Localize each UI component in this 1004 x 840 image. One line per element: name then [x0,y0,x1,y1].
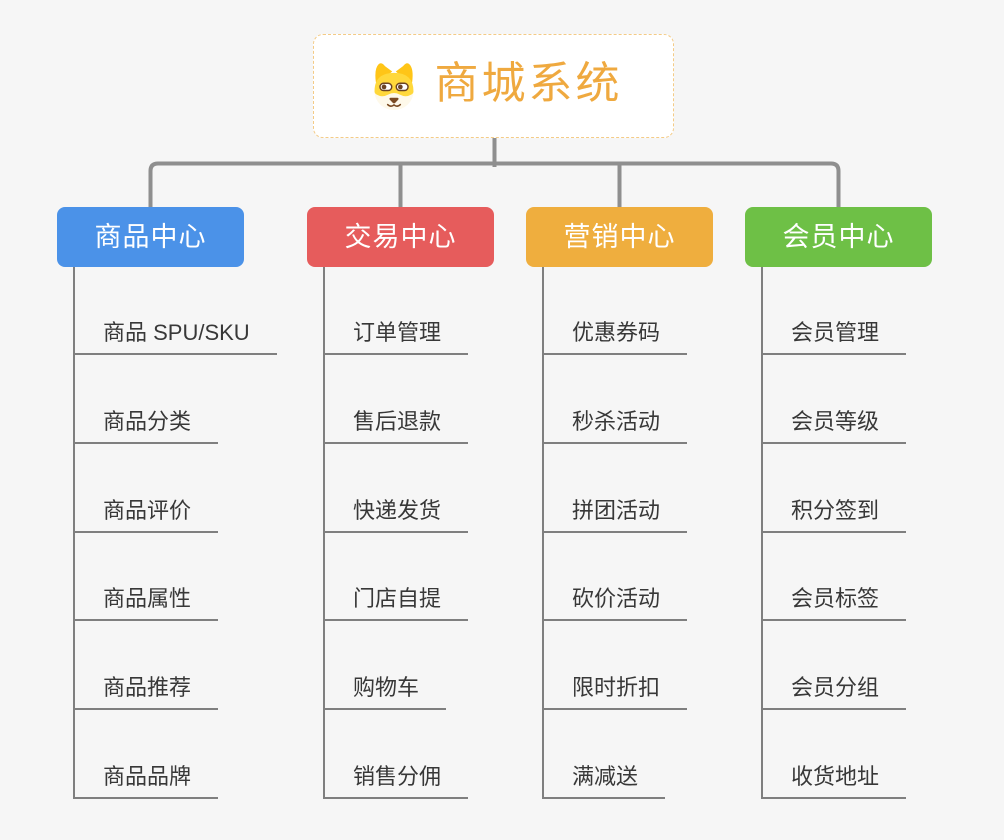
item-label: 拼团活动 [572,497,661,523]
dog-mouth [386,103,401,107]
connector-lines [148,137,841,208]
item-label: 优惠券码 [572,320,661,345]
item-0-4[interactable]: 商品推荐 [73,668,219,711]
branch-trunk-line [761,267,763,799]
item-3-2[interactable]: 积分签到 [761,491,907,533]
item-label: 会员管理 [791,320,880,345]
item-label: 满减送 [572,764,639,789]
item-label: 商品属性 [103,586,192,612]
item-1-1[interactable]: 售后退款 [323,402,469,444]
branch-trunk-line [73,267,75,799]
branch-header-0[interactable]: 商品中心 [57,207,244,267]
item-label: 收货地址 [791,764,880,789]
branch-label: 营销中心 [563,221,676,252]
item-label: 会员标签 [791,586,880,612]
item-label: 销售分佣 [353,764,442,789]
dog-nose [388,97,399,104]
item-2-5[interactable]: 满减送 [542,757,666,799]
branch-trunk-line [323,267,325,799]
item-0-3[interactable]: 商品属性 [73,579,219,622]
item-label: 商品 SPU/SKU [103,320,250,345]
branch-header-3[interactable]: 会员中心 [745,207,932,267]
branch-label: 会员中心 [782,221,895,252]
branch-label: 交易中心 [344,221,457,252]
item-0-1[interactable]: 商品分类 [73,402,219,444]
branch-header-1[interactable]: 交易中心 [307,207,494,267]
item-3-5[interactable]: 收货地址 [761,757,907,799]
item-label: 商品分类 [103,408,192,434]
item-label: 门店自提 [353,586,442,612]
item-2-1[interactable]: 秒杀活动 [542,402,688,444]
item-label: 商品品牌 [103,764,192,789]
item-2-2[interactable]: 拼团活动 [542,491,688,533]
dog-face-icon [374,63,413,111]
branch-header-2[interactable]: 营销中心 [526,207,713,267]
item-1-2[interactable]: 快递发货 [323,491,469,533]
item-3-1[interactable]: 会员等级 [761,402,907,444]
item-2-4[interactable]: 限时折扣 [542,668,688,711]
item-3-0[interactable]: 会员管理 [761,313,907,355]
item-0-2[interactable]: 商品评价 [73,491,219,533]
item-2-0[interactable]: 优惠券码 [542,313,688,355]
item-1-3[interactable]: 门店自提 [323,579,469,622]
item-label: 限时折扣 [572,675,661,701]
item-label: 会员等级 [791,408,880,434]
item-label: 秒杀活动 [572,408,661,434]
item-1-0[interactable]: 订单管理 [323,313,469,355]
item-1-5[interactable]: 销售分佣 [323,757,469,799]
item-0-0[interactable]: 商品 SPU/SKU [73,313,277,355]
item-label: 商品推荐 [103,675,192,701]
root-node[interactable]: 商城系统 [313,34,674,138]
item-label: 订单管理 [353,320,442,345]
branch-label: 商品中心 [94,221,207,252]
item-label: 砍价活动 [572,586,661,612]
item-label: 快递发货 [353,497,442,523]
item-label: 售后退款 [353,408,442,434]
item-2-3[interactable]: 砍价活动 [542,579,688,622]
branch-trunk-line [542,267,544,799]
item-label: 积分签到 [791,497,880,523]
item-label: 会员分组 [791,675,880,701]
item-3-4[interactable]: 会员分组 [761,668,907,711]
item-label: 商品评价 [103,497,192,523]
item-1-4[interactable]: 购物车 [323,668,447,711]
item-3-3[interactable]: 会员标签 [761,579,907,622]
root-title: 商城系统 [434,59,623,108]
item-label: 购物车 [353,675,420,701]
item-0-5[interactable]: 商品品牌 [73,757,219,799]
